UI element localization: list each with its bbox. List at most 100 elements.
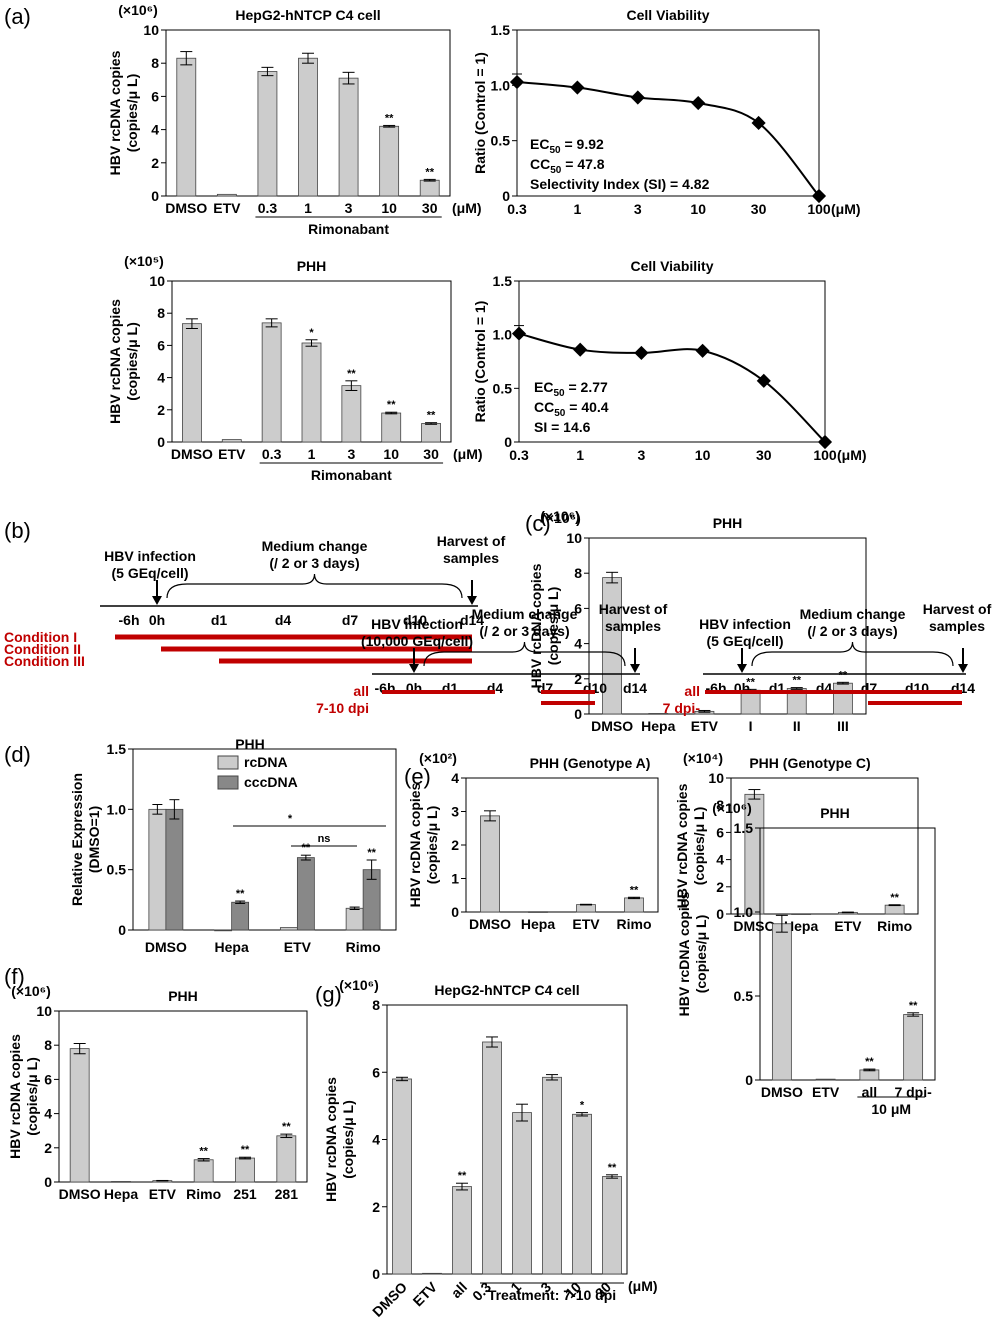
bar (69, 1048, 90, 1183)
y-axis-label: (copies/μ L) (545, 587, 561, 666)
y-scale-label: (×10⁵) (124, 253, 164, 269)
chart-title: Cell Viability (627, 7, 710, 23)
harvest-label: Harvest of (437, 533, 506, 549)
x-tick-label: Hepa (521, 916, 555, 932)
y-axis-label: HBV rcDNA copies (107, 299, 123, 424)
unit-label: (μM) (831, 201, 861, 217)
unit-label: (μM) (453, 446, 483, 462)
y-scale-label: (×10⁶) (339, 977, 379, 993)
x-tick-label: all (448, 1279, 470, 1301)
y-axis-label: Ratio (Control = 1) (472, 301, 488, 423)
significance-marker: ** (890, 892, 899, 904)
treatment-row-label: all (353, 683, 369, 699)
x-tick-label: 3 (347, 446, 355, 462)
arrow-head (152, 596, 162, 605)
y-tick-label: 6 (372, 1064, 380, 1080)
legend-label: cccDNA (244, 774, 298, 790)
x-tick-label: 1 (308, 446, 316, 462)
plot-frame (516, 29, 820, 197)
x-tick-label: 0.3 (258, 200, 278, 216)
panel-label-f: (f) (4, 964, 25, 989)
significance-marker: ** (199, 1146, 208, 1158)
bar (193, 1159, 214, 1183)
arrow-head (737, 664, 747, 673)
y-tick-label: 2 (151, 155, 159, 171)
x-tick-label: 100 (813, 447, 837, 463)
y-axis-label: HBV rcDNA copies (528, 563, 544, 688)
panel-label-a: (a) (4, 4, 31, 29)
bar (884, 904, 905, 915)
x-tick-label: II (793, 718, 801, 734)
y-tick-label: 2 (451, 837, 459, 853)
stat-annotation: EC50 = 2.77 (534, 379, 608, 399)
y-tick-label: 8 (151, 55, 159, 71)
timeline-tick-label: -6h (119, 612, 140, 628)
medium-freq-label: (/ 2 or 3 days) (479, 623, 569, 639)
bar (176, 57, 197, 197)
significance-marker: ** (746, 676, 755, 688)
infection-label: HBV infection (371, 616, 463, 632)
y-tick-label: 1.0 (491, 77, 511, 93)
y-axis-label: (copies/μ L) (424, 806, 440, 885)
significance-marker: ** (909, 1000, 918, 1012)
significance-marker: ** (282, 1121, 291, 1133)
data-point (817, 434, 833, 450)
y-tick-label: 10 (36, 1003, 52, 1019)
x-tick-label: ETV (834, 918, 862, 934)
chart-title: PHH (235, 736, 265, 752)
data-point (751, 115, 766, 131)
y-tick-label: 6 (574, 600, 582, 616)
bar (381, 412, 402, 443)
arrow-head (630, 664, 640, 673)
bar (165, 808, 184, 931)
plot-frame (759, 827, 936, 1081)
bar (231, 901, 250, 931)
medium-brace (751, 641, 954, 667)
y-tick-label: 4 (157, 370, 165, 386)
infection-dose-label: (5 GEq/cell) (111, 565, 188, 581)
x-tick-label: Hepa (641, 718, 675, 734)
y-axis-label: (copies/μ L) (124, 322, 140, 401)
y-tick-label: 0 (151, 188, 159, 204)
panel-label-g: (g) (315, 982, 342, 1007)
timeline-tick-label: d14 (623, 680, 647, 696)
chart-title: PHH (Genotype C) (749, 755, 870, 771)
unit-label: (μM) (628, 1278, 658, 1294)
significance-marker: ** (839, 669, 848, 681)
medium-change-label: Medium change (262, 538, 368, 554)
x-tick-label: DMSO (369, 1279, 410, 1318)
x-tick-label: DMSO (171, 446, 213, 462)
x-tick-label: ETV (812, 1084, 840, 1100)
y-tick-label: 8 (574, 565, 582, 581)
y-tick-label: 1.5 (493, 273, 513, 289)
y-tick-label: 0 (118, 922, 126, 938)
x-tick-label: ETV (572, 916, 600, 932)
arrow-head (467, 596, 477, 605)
significance-marker: ** (385, 112, 394, 124)
y-tick-label: 4 (716, 852, 724, 868)
panel-label-e: (e) (404, 764, 431, 789)
bar (815, 1078, 836, 1081)
timeline-tick-label: d1 (211, 612, 228, 628)
plot-frame (588, 537, 867, 715)
y-axis-label: (DMSO=1) (86, 806, 102, 873)
bar (771, 923, 792, 1081)
legend-swatch (217, 755, 239, 770)
bar (542, 1076, 562, 1275)
x-tick-label: 7 dpi- (894, 1084, 932, 1100)
y-tick-label: 4 (451, 770, 459, 786)
x-tick-label: 281 (275, 1186, 299, 1202)
x-tick-label: ETV (213, 200, 241, 216)
bar (576, 904, 596, 913)
x-tick-label: Hepa (215, 939, 249, 955)
significance-marker: ** (367, 847, 376, 859)
y-tick-label: 4 (151, 122, 159, 138)
x-tick-label: ETV (691, 718, 719, 734)
bar (624, 897, 644, 913)
y-tick-label: 0 (157, 434, 165, 450)
x-tick-label: Hepa (104, 1186, 138, 1202)
